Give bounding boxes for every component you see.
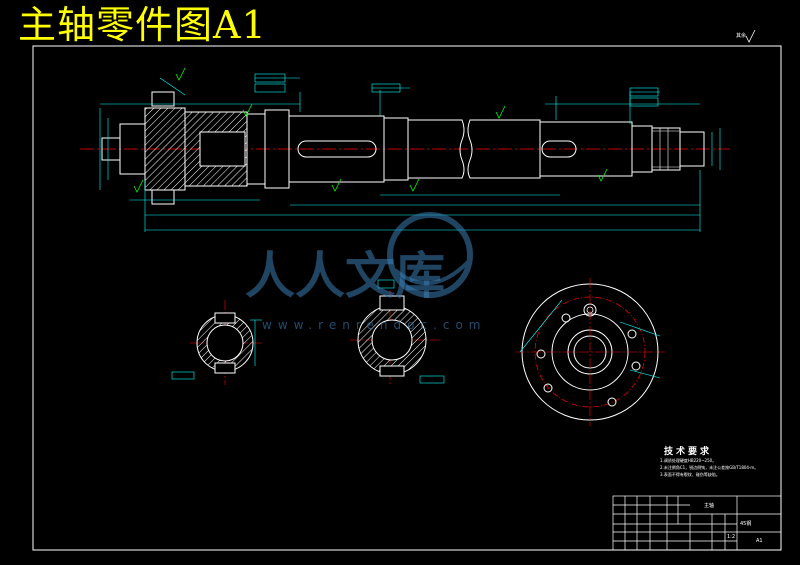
- title-block: [612, 495, 782, 551]
- tech-requirement-2: 2.未注倒角C1，锐边倒钝，未注公差按GB/T1804-m。: [660, 465, 759, 470]
- watermark-logo: [387, 212, 473, 298]
- tolerance-frames: [254, 73, 659, 107]
- title-block-sheet: A1: [756, 538, 763, 544]
- roughness-note: 其余: [736, 33, 747, 39]
- section-view-b: [350, 279, 445, 385]
- roughness-marks: [133, 29, 756, 193]
- title-block-part-name: 主轴: [704, 503, 715, 509]
- keyway-2: [541, 140, 577, 158]
- watermark-text: 人人文库: [245, 246, 445, 305]
- drawing-title: 主轴零件图A1: [18, 3, 267, 47]
- section-view-a: [171, 300, 262, 385]
- drawing-border: [32, 45, 782, 551]
- tech-requirement-3: 3.表面不得有裂纹、碰伤等缺陷。: [660, 472, 720, 477]
- dimension-lines: [99, 77, 721, 232]
- title-block-scale: 1:2: [727, 534, 736, 540]
- shaft-flange: [144, 107, 186, 191]
- tech-requirements-heading: 技术要求: [664, 447, 713, 457]
- keyway-1: [297, 140, 377, 158]
- shaft-main-view: [80, 91, 730, 205]
- tech-requirement-1: 1.调质处理硬度HB220~250。: [660, 458, 717, 463]
- title-block-material: 45钢: [740, 521, 752, 527]
- flange-end-view: [515, 278, 665, 426]
- watermark-url: www.renrendoc.com: [262, 318, 487, 332]
